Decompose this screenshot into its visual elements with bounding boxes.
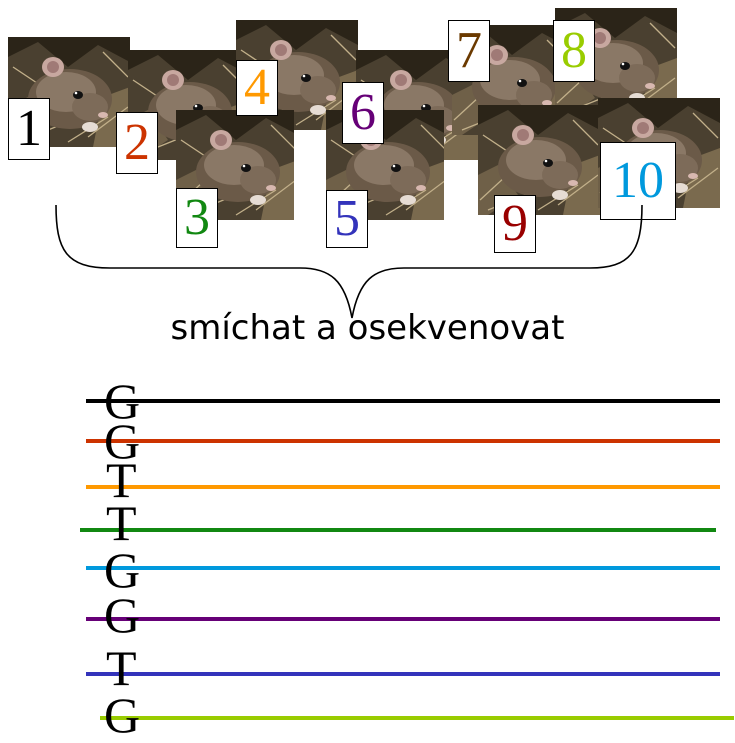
- sample-number-5: 5: [326, 190, 368, 248]
- read-line-4: [80, 528, 716, 532]
- sample-number-4: 4: [236, 60, 278, 116]
- read-base-1: G: [104, 373, 141, 429]
- read-base-7: T: [106, 640, 137, 696]
- read-line-5: [86, 566, 720, 570]
- mix-and-sequence-caption: smíchat a osekvenovat: [170, 308, 565, 348]
- read-base-6: G: [104, 587, 141, 643]
- read-line-8: [100, 716, 734, 720]
- read-base-5: G: [104, 542, 141, 598]
- read-base-3: T: [106, 452, 137, 508]
- read-base-8: G: [104, 687, 141, 743]
- sample-number-2: 2: [116, 112, 158, 174]
- sample-number-7: 7: [448, 20, 490, 82]
- sample-number-8: 8: [553, 20, 595, 82]
- read-line-2: [86, 439, 720, 443]
- read-base-2: G: [104, 413, 141, 469]
- read-line-7: [86, 672, 720, 676]
- read-line-3: [86, 485, 720, 489]
- sample-number-1: 1: [8, 98, 50, 160]
- read-line-6: [86, 617, 720, 621]
- read-base-4: T: [106, 495, 137, 551]
- sample-number-3: 3: [176, 188, 218, 248]
- sample-number-9: 9: [494, 195, 536, 253]
- sample-number-10: 10: [600, 142, 676, 220]
- read-line-1: [86, 399, 720, 403]
- sample-number-6: 6: [342, 82, 384, 144]
